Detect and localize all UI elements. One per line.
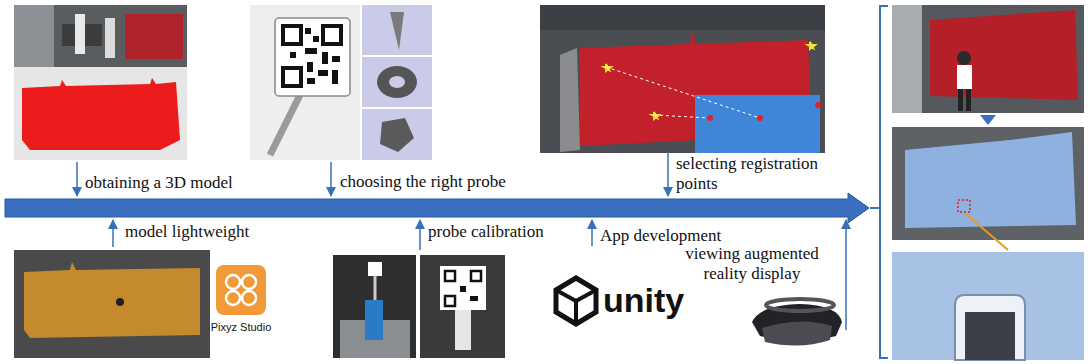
logo-text: Pixyz Studio: [210, 321, 272, 334]
leader-arrow: [76, 162, 78, 196]
bracket: [870, 6, 888, 358]
step-label: probe calibration: [428, 222, 588, 242]
step-label: App development: [600, 226, 780, 246]
leader-arrow: [845, 220, 847, 330]
lightweight-screenshot: [14, 250, 210, 358]
leader-arrow: [591, 220, 593, 246]
probe-picture: [250, 5, 432, 160]
registration-photo: [540, 5, 825, 153]
scan-photo: [14, 5, 187, 160]
leader-arrow: [112, 220, 114, 247]
leader-arrow: [330, 162, 332, 196]
leader-arrow: [667, 152, 669, 196]
step-label: model lightweight: [125, 222, 315, 242]
logo-text: unity: [603, 280, 713, 320]
leader-arrow: [419, 220, 421, 250]
step-label: viewing augmented reality display: [668, 244, 836, 284]
unity-logo: [556, 278, 596, 324]
step-label: obtaining a 3D model: [85, 173, 275, 193]
step-label: selecting registration points: [676, 154, 854, 194]
hololens-headset: [752, 299, 842, 346]
step-label: choosing the right probe: [340, 172, 540, 192]
calibration-photos: [333, 255, 505, 358]
result-photos: [892, 5, 1084, 360]
pixyz-logo: [216, 265, 266, 315]
timeline-arrow: [5, 193, 869, 223]
